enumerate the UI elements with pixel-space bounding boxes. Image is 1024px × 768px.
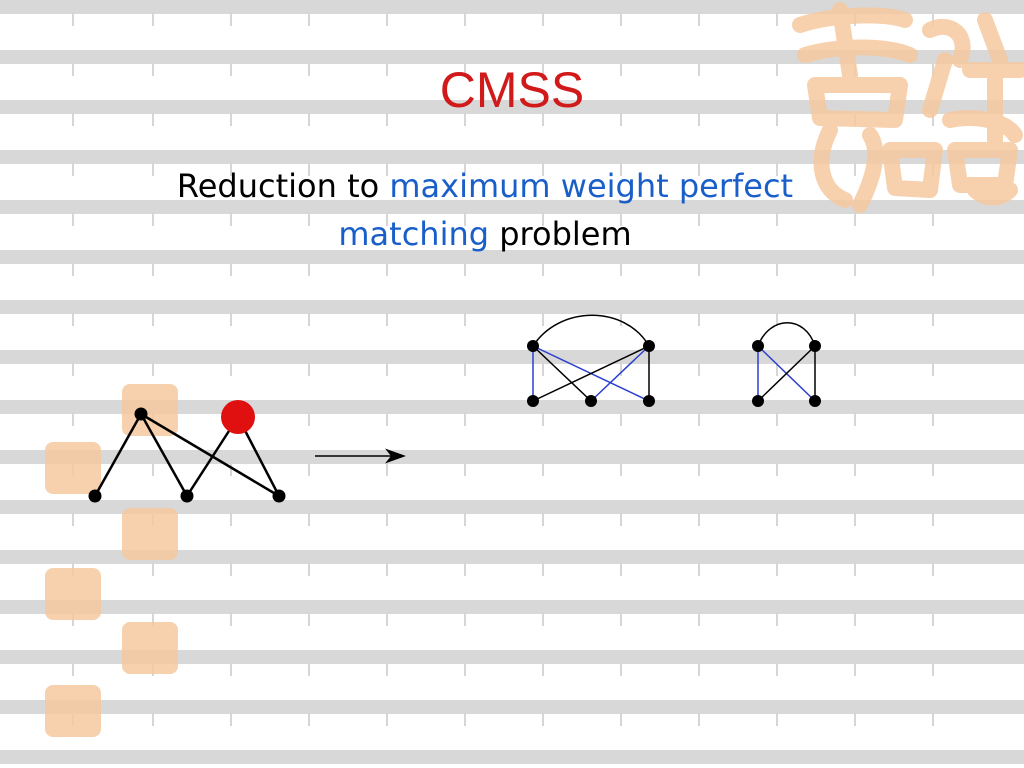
seal-icon [45, 442, 101, 494]
graph-node [585, 395, 597, 407]
slide-title: CMSS [439, 62, 585, 118]
bg-dash-column [72, 12, 74, 762]
graph-edge [532, 345, 650, 402]
subtitle-part: problem [489, 215, 632, 253]
graph-edge [757, 345, 816, 402]
reduced-graph-2 [752, 322, 821, 407]
graph-edge [532, 314, 650, 347]
subtitle-part: Reduction to [176, 167, 390, 205]
seal-icon [122, 384, 178, 436]
graph-node [752, 340, 764, 352]
graph-edge [532, 345, 592, 402]
bg-dash-column [386, 12, 388, 762]
bg-dash-column [464, 12, 466, 762]
bg-dash-column [542, 12, 544, 762]
graph-node [527, 340, 539, 352]
graph-node [180, 489, 194, 503]
bg-dash-column [854, 12, 856, 762]
matching-edge [590, 345, 650, 402]
graph-node [272, 489, 286, 503]
graph-node [643, 340, 655, 352]
bg-dash-column [776, 12, 778, 762]
graph-node [527, 395, 539, 407]
special-node [221, 400, 255, 434]
graph-edge [757, 322, 816, 347]
graph-node [643, 395, 655, 407]
graph-edge [139, 413, 189, 497]
seal-icon [122, 622, 178, 674]
bg-dash-column [698, 12, 700, 762]
graph-node [752, 395, 764, 407]
subtitle-highlight: maximum weight perfect matching [338, 167, 794, 253]
graph-node [809, 340, 821, 352]
graph-node [134, 407, 148, 421]
bg-dash-column [308, 12, 310, 762]
graph-node [88, 489, 102, 503]
seal-icon [45, 568, 101, 620]
graph-edge [140, 412, 280, 498]
seal-icon [122, 508, 178, 560]
graph-edge [93, 413, 143, 497]
graph-node [809, 395, 821, 407]
reduced-graph-1 [527, 314, 655, 407]
bg-dash-column [230, 12, 232, 762]
slide-subtitle: Reduction to maximum weight perfect matc… [120, 162, 850, 258]
bg-dash-column [932, 12, 934, 762]
seal-icon [45, 685, 101, 737]
input-graph [88, 400, 286, 503]
